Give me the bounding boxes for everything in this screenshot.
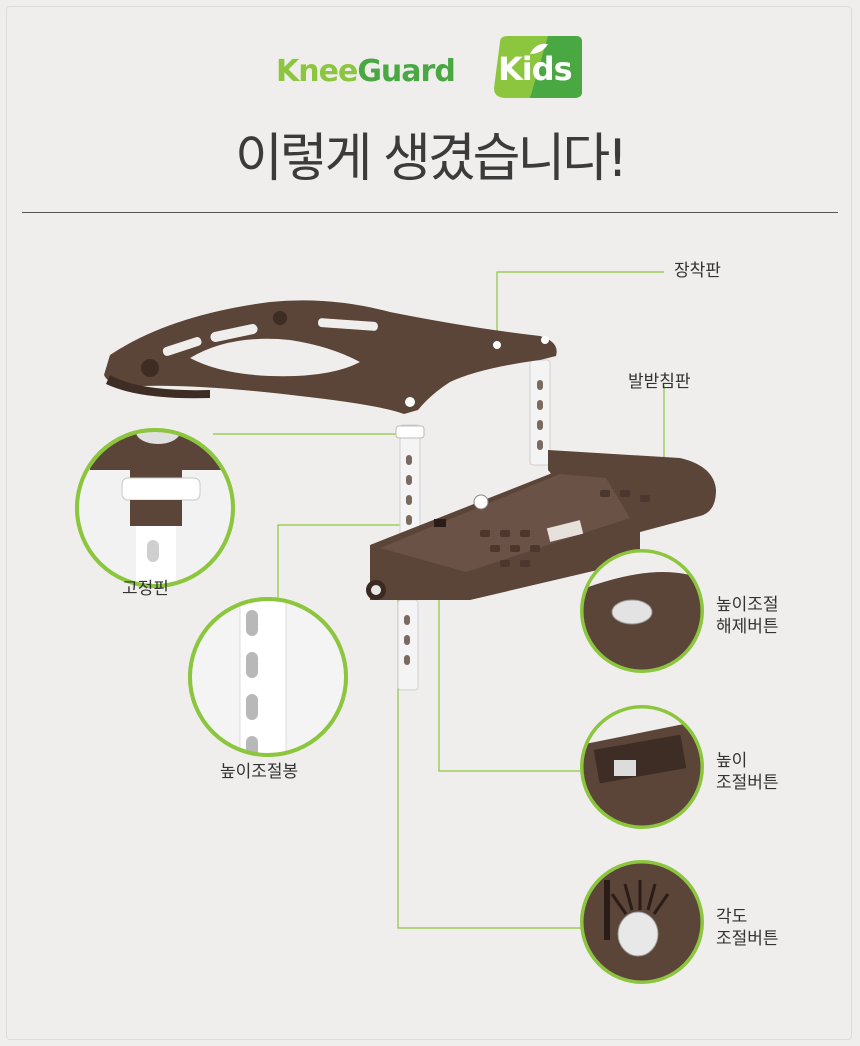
- header-divider: [22, 212, 838, 213]
- label-height-button-line2: 조절버튼: [716, 773, 779, 793]
- label-height-release-line1: 높이조절: [716, 595, 779, 615]
- logo-word-guard: Guard: [357, 54, 455, 89]
- brand-logo: KneeGuard Kids: [276, 32, 586, 100]
- logo-word-knee: Knee: [276, 54, 358, 89]
- height-rods: [395, 359, 551, 691]
- logo-badge-shape: [494, 36, 582, 98]
- page-headline: 이렇게 생겼습니다!: [234, 129, 628, 189]
- label-height-button-line1: 높이: [716, 751, 748, 771]
- footrest-shape: [366, 450, 716, 600]
- label-angle-button: 각도 조절버튼: [716, 906, 779, 950]
- page-frame: [6, 6, 852, 1040]
- label-fixing-pin: 고정핀: [122, 579, 169, 599]
- logo-wordmark: KneeGuard: [276, 54, 456, 89]
- detail-height-release-button: [580, 549, 704, 673]
- label-angle-button-line2: 조절버튼: [716, 929, 779, 949]
- detail-angle-button: [580, 860, 704, 984]
- label-height-release-line2: 해제버튼: [716, 617, 779, 637]
- detail-height-button: [580, 705, 704, 829]
- label-height-release-button: 높이조절 해제버튼: [716, 594, 779, 638]
- label-footrest: 발받침판: [628, 372, 691, 392]
- logo-badge-kids: Kids: [498, 50, 573, 88]
- label-height-button: 높이 조절버튼: [716, 750, 779, 794]
- detail-height-rod: [188, 597, 348, 757]
- label-mount-plate: 장착판: [674, 261, 721, 281]
- label-height-rod: 높이조절봉: [220, 762, 299, 782]
- mount-plate-shape: [104, 300, 557, 414]
- label-angle-button-line1: 각도: [716, 907, 748, 927]
- detail-fixing-pin: [75, 428, 235, 588]
